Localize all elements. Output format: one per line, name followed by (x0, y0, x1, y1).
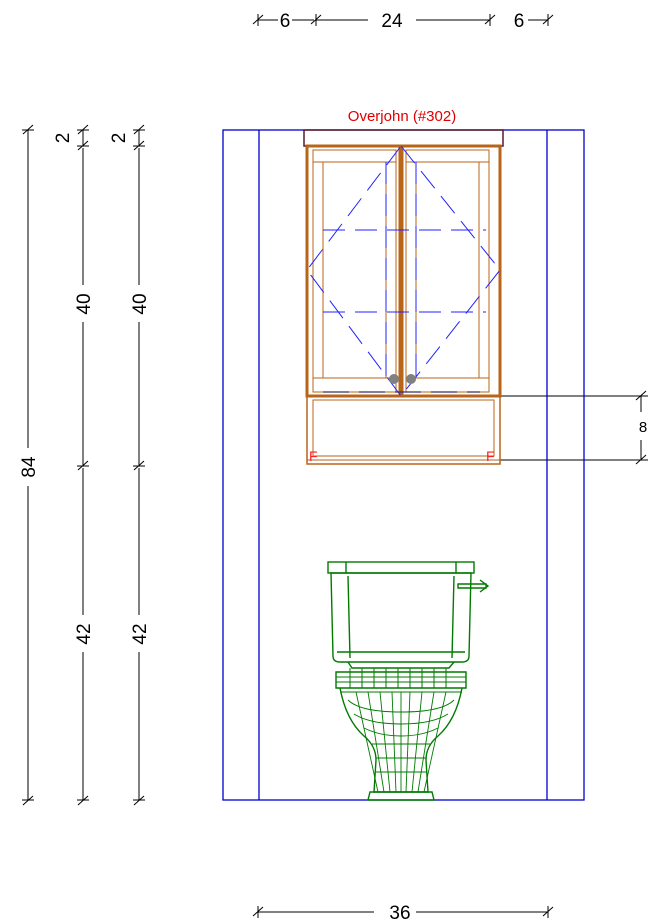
overjohn-cabinet[interactable]: F F (303, 129, 504, 465)
glass-diamond (306, 145, 501, 397)
dim-col2-top-gap: 2 (109, 133, 130, 144)
dim-right-bottom-gap: 8 (639, 419, 647, 436)
filler-marker-right: F (486, 448, 495, 464)
cabinet-lower-shelf (306, 395, 501, 465)
dim-total-height: 84 (19, 456, 40, 478)
dim-top-center: 24 (381, 11, 403, 32)
left-knob-icon (389, 374, 399, 384)
dim-col2-upper: 40 (130, 293, 151, 314)
toilet-icon[interactable] (327, 561, 490, 801)
dim-col1-upper: 40 (74, 293, 95, 314)
right-knob-icon (406, 374, 416, 384)
dim-bottom-width: 36 (389, 903, 410, 924)
dim-top-right-side: 6 (514, 11, 525, 32)
dim-col1-lower: 42 (74, 623, 95, 644)
left-dimension-group (22, 124, 145, 806)
dim-col2-lower: 42 (130, 623, 151, 644)
dim-col1-top-gap: 2 (53, 133, 74, 144)
cabinet-label: Overjohn (#302) (348, 108, 456, 125)
right-dimension-group (500, 390, 648, 465)
dim-top-left-side: 6 (280, 11, 291, 32)
cabinet-top-trim (303, 129, 504, 147)
filler-marker-left: F (309, 448, 318, 464)
top-dimension-group (252, 14, 554, 26)
bottom-dimension-group (252, 906, 554, 918)
